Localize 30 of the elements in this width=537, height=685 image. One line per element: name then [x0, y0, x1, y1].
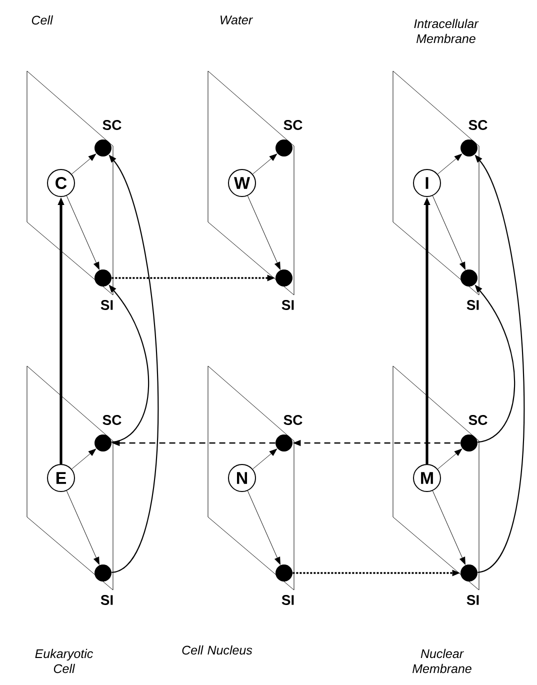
dot-label: SI	[282, 300, 294, 310]
arrow	[252, 448, 278, 470]
plane-title: Eukaryotic Cell	[35, 648, 94, 674]
dot-label: SC	[468, 120, 488, 130]
arrow	[438, 154, 462, 174]
arrow	[252, 154, 278, 174]
plane-title: Water	[220, 16, 253, 24]
dot-label: SI	[282, 595, 294, 605]
arrow	[432, 490, 466, 565]
arrow	[66, 490, 100, 565]
arrow	[72, 154, 96, 174]
arrow	[432, 196, 466, 270]
dot-label: SC	[468, 415, 488, 425]
dot-label: SC	[102, 120, 122, 130]
dot-label: SC	[102, 415, 122, 425]
plane-title: Cell Nucleus	[182, 645, 252, 655]
dot-label: SI	[466, 300, 479, 310]
dot-label: SC	[284, 120, 302, 130]
dot-label: SI	[100, 595, 113, 605]
arrow	[247, 490, 280, 565]
plane-title: Intracellular Membrane	[414, 18, 479, 44]
plane-title: Cell	[32, 15, 54, 25]
plane-title: Nuclear Membrane	[412, 648, 472, 674]
dot-label: SI	[100, 300, 113, 310]
arrow	[72, 448, 96, 470]
dot-label: SI	[466, 595, 479, 605]
dot-label: SC	[284, 415, 302, 425]
arrow	[66, 196, 100, 270]
arrow	[247, 196, 280, 270]
arrow	[438, 448, 462, 470]
